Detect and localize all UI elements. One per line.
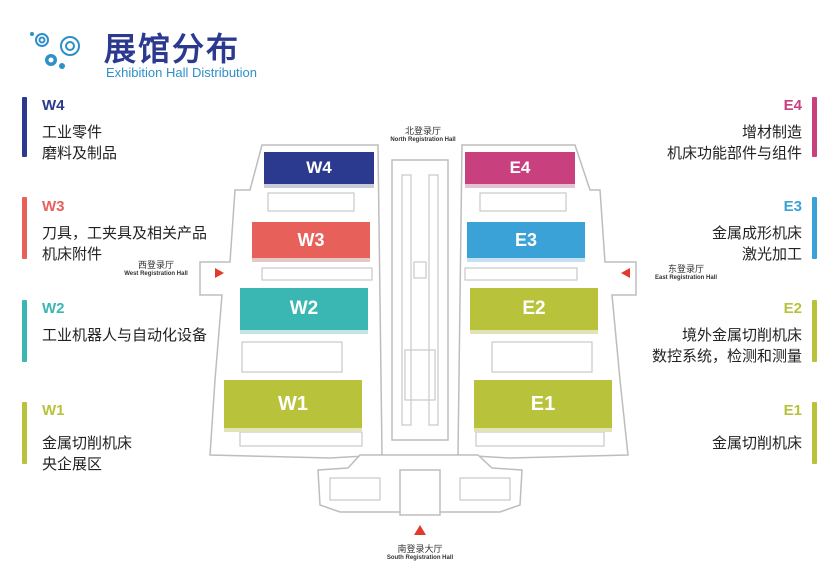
east-entrance-arrow-icon [621,268,630,278]
legend-w1-code: W1 [42,402,65,419]
legend-e4-line-2: 机床功能部件与组件 [666,144,802,162]
legend-e2-line-2: 数控系统，检测和测量 [651,347,802,365]
legend-e1-bar [812,402,817,464]
legend-w2-code: W2 [42,300,65,317]
hall-e3[interactable]: E3 [467,222,585,258]
legend-w4-line-1: 工业零件 [42,123,103,141]
south-entrance-arrow-icon [414,525,426,535]
legend-w1-line-1: 金属切削机床 [42,434,133,452]
hall-w3[interactable]: W3 [252,222,370,258]
hall-w4-label: W4 [306,158,332,177]
hall-e1-label: E1 [530,392,556,415]
legend-e4-code: E4 [783,97,802,114]
hall-w2[interactable]: W2 [240,288,368,330]
legend-w1-line-2: 央企展区 [42,455,103,473]
legend-w3-bar [22,197,27,259]
legend-e3-line-2: 激光加工 [741,245,802,263]
legend-w1-bar [22,402,27,464]
legend-w3-line-2: 机床附件 [42,245,103,263]
page-subtitle: Exhibition Hall Distribution [106,65,258,80]
north-registration-label: 北登录厅 North Registration Hall [390,127,456,143]
hall-e4-label: E4 [509,158,531,177]
legend-w4-bar [22,97,27,157]
hall-w3-label: W3 [297,229,325,250]
legend-w4-line-2: 磨料及制品 [42,144,118,162]
gear-icon [30,32,80,69]
legend-e1-code: E1 [783,402,802,419]
hall-w1-label: W1 [278,392,308,415]
west-registration-label: 西登录厅 West Registration Hall [124,261,188,277]
legend-w2-bar [22,300,27,362]
legend-w2-line-1: 工业机器人与自动化设备 [42,326,208,344]
legend-e4-bar [812,97,817,157]
legend-e2-line-1: 境外金属切削机床 [681,326,802,344]
legend-e3-code: E3 [783,198,802,215]
legend-e2-code: E2 [783,300,802,317]
west-entrance-arrow-icon [215,268,224,278]
east-registration-label: 东登录厅 East Registration Hall [654,265,717,281]
hall-w2-label: W2 [289,298,319,319]
legend-w3-line-1: 刀具，工夹具及相关产品 [42,224,208,242]
legend-e3-bar [812,197,817,259]
legend-e3-line-1: 金属成形机床 [711,224,802,242]
legend-w4-code: W4 [42,97,65,114]
hall-w1[interactable]: W1 [224,380,362,428]
hall-w4[interactable]: W4 [264,152,374,184]
hall-e4[interactable]: E4 [465,152,575,184]
legend-e1-line-1: 金属切削机床 [711,434,802,452]
hall-e1[interactable]: E1 [474,380,612,428]
legend-e2-bar [812,300,817,362]
south-registration-label: 南登录大厅 South Registration Hall [386,545,454,561]
legend-w3-code: W3 [42,198,65,215]
hall-e2-label: E2 [522,298,546,319]
legend-e4-line-1: 增材制造 [741,123,802,141]
page-title: 展馆分布 [104,30,241,68]
hall-e2[interactable]: E2 [470,288,598,330]
hall-e3-label: E3 [514,229,538,250]
